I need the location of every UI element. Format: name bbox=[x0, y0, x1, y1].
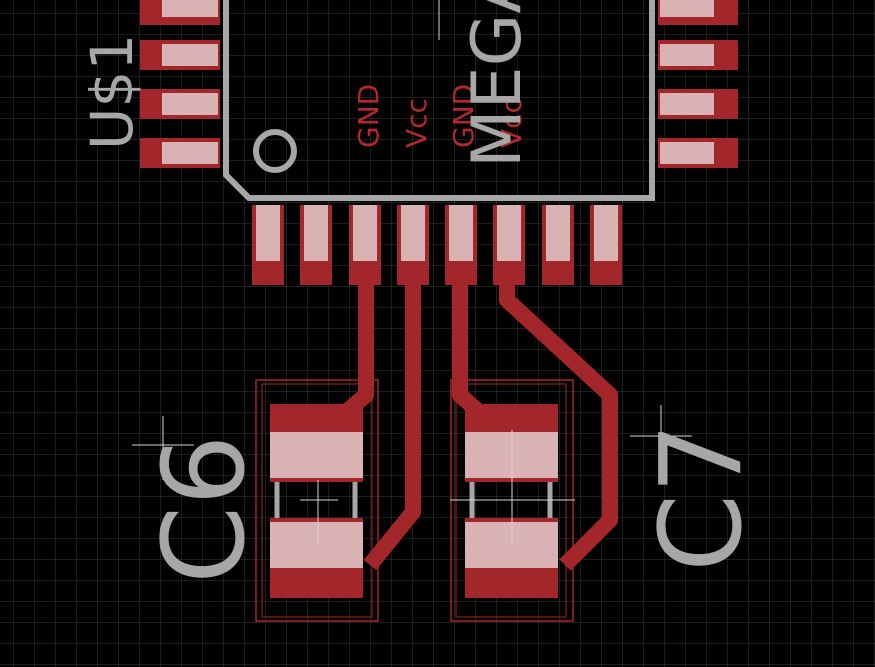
pin-label-vcc-1: Vcc bbox=[400, 98, 433, 148]
pad-highlight bbox=[660, 44, 714, 66]
pin-label-gnd-2: GND bbox=[447, 84, 480, 148]
pad-highlight bbox=[660, 93, 714, 115]
cap-c6-pad-top-highlight bbox=[270, 432, 363, 478]
capacitor-c7[interactable] bbox=[450, 379, 575, 622]
cap-c6-name-label[interactable]: C6 bbox=[140, 435, 270, 584]
pad-highlight bbox=[162, 142, 218, 164]
pad-highlight bbox=[497, 205, 521, 261]
pin-labels: GND Vcc GND Vcc bbox=[352, 84, 528, 148]
pad-highlight bbox=[304, 205, 328, 261]
pad-highlight bbox=[162, 0, 218, 17]
ic-right-pads bbox=[658, 0, 738, 168]
cap-c6-outline-outer bbox=[255, 379, 379, 622]
pad-highlight bbox=[594, 205, 618, 261]
ic-left-pads bbox=[140, 0, 220, 168]
ic-bottom-pads bbox=[252, 205, 622, 285]
pad-highlight bbox=[162, 44, 218, 66]
pad-highlight bbox=[353, 205, 377, 261]
cap-c6-outline-inner bbox=[261, 383, 373, 618]
trace-vcc-c7[interactable] bbox=[499, 262, 618, 571]
pad-highlight bbox=[660, 142, 714, 164]
pin-label-gnd-1: GND bbox=[352, 84, 385, 148]
ic-name-label[interactable]: U$1 bbox=[78, 34, 146, 150]
pad-highlight bbox=[449, 205, 473, 261]
trace-vcc-c6[interactable] bbox=[363, 262, 421, 571]
pad-highlight bbox=[660, 0, 714, 17]
pin-label-vcc-2: Vcc bbox=[495, 98, 528, 148]
pad-highlight bbox=[546, 205, 570, 261]
capacitor-c6[interactable] bbox=[255, 379, 379, 622]
cap-c6-pad-bottom-highlight bbox=[270, 522, 363, 568]
pad-highlight bbox=[256, 205, 280, 261]
pin1-marker bbox=[253, 129, 297, 173]
pad-highlight bbox=[162, 93, 218, 115]
cap-c7-name-label[interactable]: C7 bbox=[637, 423, 767, 572]
pad-highlight bbox=[401, 205, 425, 261]
ic-silkscreen-outline[interactable] bbox=[223, 0, 655, 201]
ic-value-label[interactable]: MEGA bbox=[458, 0, 537, 168]
